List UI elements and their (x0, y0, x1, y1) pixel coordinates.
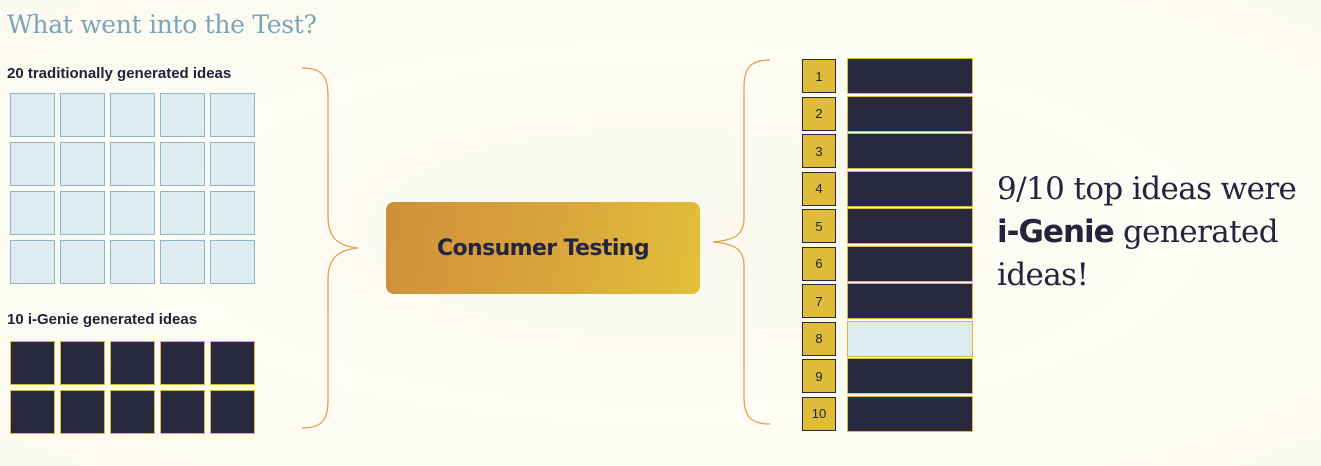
traditional-idea-tile (210, 191, 255, 235)
traditional-idea-tile (110, 93, 155, 137)
ranking-row: 1 (802, 58, 973, 96)
igenie-idea-bar (847, 245, 973, 282)
traditional-idea-tile (10, 240, 55, 284)
ranking-row: 6 (802, 245, 973, 284)
igenie-idea-tile (60, 341, 105, 385)
traditional-idea-tile (10, 191, 55, 235)
traditional-idea-tile (10, 93, 55, 137)
ranking-row: 7 (802, 283, 973, 321)
consumer-testing-box: Consumer Testing (386, 202, 700, 294)
igenie-idea-tile (10, 390, 55, 434)
rank-number: 10 (802, 396, 836, 431)
traditional-idea-tile (160, 191, 205, 235)
result-brand: i-Genie (997, 214, 1115, 250)
traditional-ideas-grid (10, 93, 255, 284)
traditional-idea-tile (160, 142, 205, 186)
igenie-idea-tile (160, 341, 205, 385)
rank-number: 9 (802, 359, 836, 393)
igenie-idea-bar (847, 170, 973, 207)
rank-number: 6 (802, 246, 836, 281)
ranking-row: 8 (802, 320, 973, 359)
igenie-idea-bar (847, 283, 973, 319)
rank-number: 3 (802, 134, 836, 168)
traditional-idea-tile (210, 240, 255, 284)
traditional-idea-tile (60, 93, 105, 137)
rank-number: 4 (802, 171, 836, 206)
result-prefix: 9/10 top ideas were (997, 171, 1297, 207)
traditional-idea-tile (160, 93, 205, 137)
traditional-idea-tile (210, 142, 255, 186)
traditional-ideas-label: 20 traditionally generated ideas (7, 65, 232, 82)
ranking-row: 9 (802, 358, 973, 396)
igenie-idea-tile (210, 390, 255, 434)
traditional-idea-bar (847, 320, 973, 357)
igenie-idea-tile (160, 390, 205, 434)
rank-number: 5 (802, 209, 836, 243)
igenie-idea-tile (60, 390, 105, 434)
rank-number: 2 (802, 96, 836, 131)
slide-title: What went into the Test? (7, 10, 317, 39)
traditional-idea-tile (110, 142, 155, 186)
igenie-idea-tile (10, 341, 55, 385)
ranking-row: 2 (802, 95, 973, 134)
igenie-idea-bar (847, 208, 973, 244)
ranking-row: 10 (802, 395, 973, 434)
igenie-idea-bar (847, 358, 973, 394)
igenie-idea-bar (847, 58, 973, 94)
traditional-idea-tile (60, 191, 105, 235)
result-suffix: generated ideas! (997, 214, 1279, 293)
igenie-idea-tile (110, 341, 155, 385)
traditional-idea-tile (160, 240, 205, 284)
result-statement: 9/10 top ideas were i-Genie generated id… (997, 168, 1317, 297)
igenie-ideas-label: 10 i-Genie generated ideas (7, 311, 198, 328)
traditional-idea-tile (60, 240, 105, 284)
rank-number: 8 (802, 321, 836, 356)
rank-number: 1 (802, 59, 836, 93)
traditional-idea-tile (210, 93, 255, 137)
igenie-idea-bar (847, 395, 973, 432)
traditional-idea-tile (110, 191, 155, 235)
igenie-idea-bar (847, 95, 973, 132)
right-brace (712, 59, 771, 425)
igenie-idea-tile (210, 341, 255, 385)
igenie-idea-tile (110, 390, 155, 434)
ranking-row: 5 (802, 208, 973, 246)
traditional-idea-tile (60, 142, 105, 186)
left-brace (301, 67, 359, 429)
ranking-row: 4 (802, 170, 973, 209)
igenie-ideas-grid (10, 341, 255, 434)
ranking-row: 3 (802, 133, 973, 171)
traditional-idea-tile (10, 142, 55, 186)
traditional-idea-tile (110, 240, 155, 284)
rank-number: 7 (802, 284, 836, 318)
igenie-idea-bar (847, 133, 973, 169)
